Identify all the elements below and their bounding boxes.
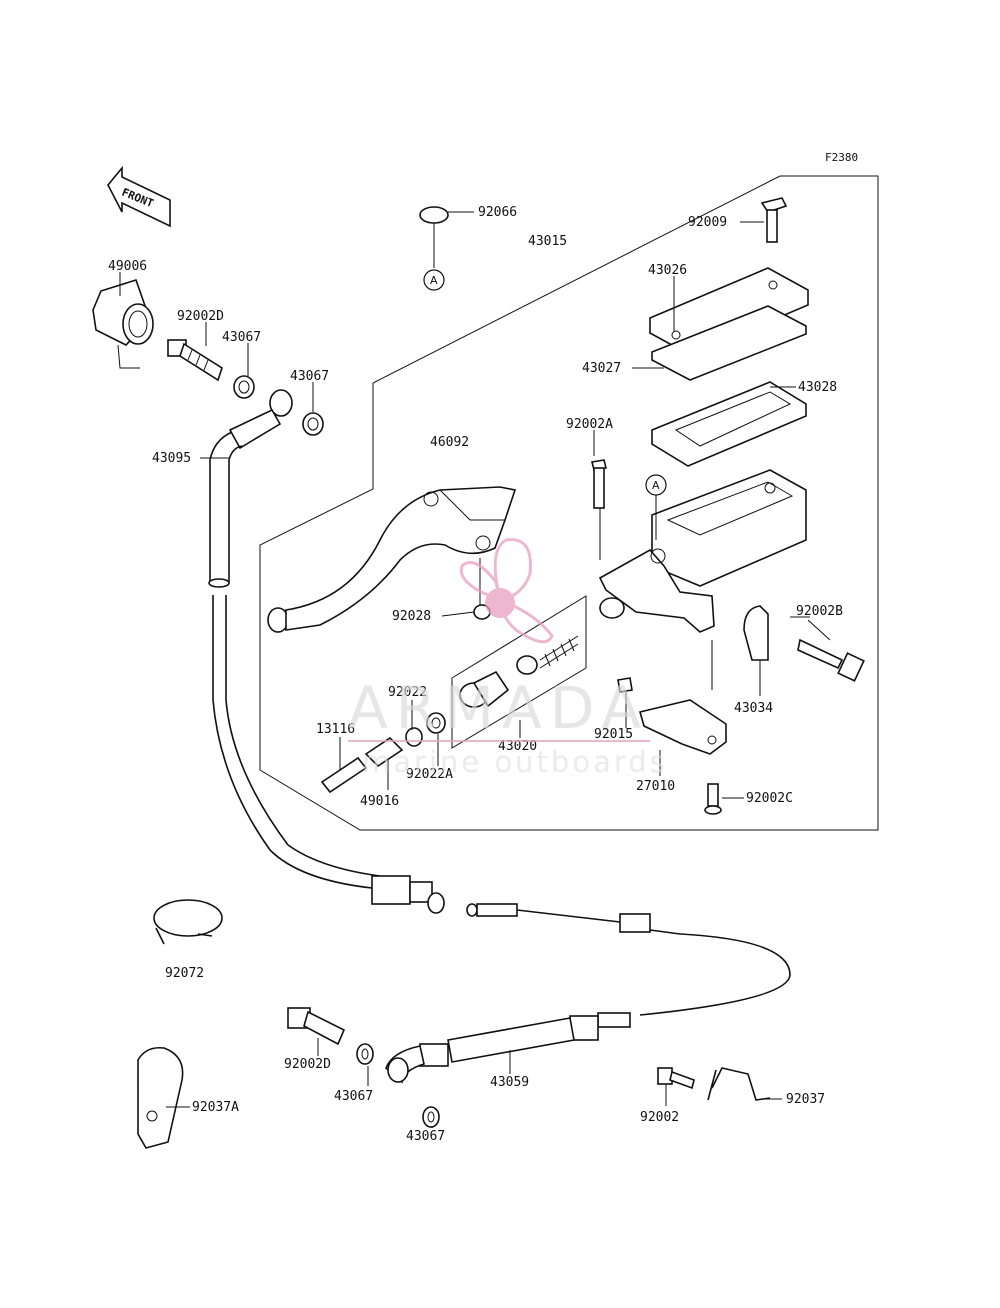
label-92022A: 92022A	[406, 767, 453, 782]
washer-43067-b	[302, 412, 324, 436]
screw-92009	[760, 197, 788, 243]
label-27010: 27010	[636, 779, 675, 794]
label-92015: 92015	[594, 727, 633, 742]
label-92002C: 92002C	[746, 791, 793, 806]
label-43028: 43028	[798, 380, 837, 395]
leader-lines	[119, 211, 831, 1128]
clutch-hose-43095	[208, 389, 445, 914]
label-92066: 92066	[478, 205, 517, 220]
ref-marker-a-body: A	[645, 474, 667, 540]
watermark-tagline: marine outboards	[362, 745, 668, 779]
label-43034: 43034	[734, 701, 773, 716]
label-92028: 92028	[392, 609, 431, 624]
push-rod-13116	[320, 756, 368, 794]
band-92072	[153, 899, 223, 945]
label-92002A: 92002A	[566, 417, 613, 432]
label-43015: 43015	[528, 234, 567, 249]
rubber-cap-49006	[92, 279, 154, 369]
watermark-brand: ARMADA	[348, 674, 649, 742]
front-arrow-icon: FRONT	[107, 165, 171, 228]
reservoir-cap-43026	[649, 267, 809, 356]
clamp-43034	[743, 605, 769, 661]
ref-marker-a-top: A	[423, 223, 445, 291]
label-43067-d: 43067	[406, 1129, 445, 1144]
label-43020: 43020	[498, 739, 537, 754]
label-49016: 49016	[360, 794, 399, 809]
cap-92066	[419, 206, 449, 224]
washer-43067-d	[422, 1106, 440, 1128]
bolt-92002A	[591, 459, 607, 509]
label-43026: 43026	[648, 263, 687, 278]
label-92022: 92022	[388, 685, 427, 700]
label-43095: 43095	[152, 451, 191, 466]
figure-code: F2380	[825, 151, 858, 164]
piston-kit-43020	[451, 595, 587, 749]
assembly-boundary	[259, 175, 879, 831]
label-92072: 92072	[165, 966, 204, 981]
svg-text:A: A	[430, 274, 438, 287]
clamp-92037A	[137, 1046, 184, 1149]
label-92037A: 92037A	[192, 1100, 239, 1115]
clutch-cable-43059	[385, 903, 791, 1084]
plate-43027	[651, 305, 807, 381]
diaphragm-43028	[651, 381, 807, 467]
seal-92022A	[426, 712, 446, 734]
label-92002: 92002	[640, 1110, 679, 1125]
screw-92002C	[704, 783, 722, 815]
label-92002D-bottom: 92002D	[284, 1057, 331, 1072]
label-43067-c: 43067	[334, 1089, 373, 1104]
bolt-92002	[657, 1067, 695, 1090]
label-43067-a: 43067	[222, 330, 261, 345]
label-92002B: 92002B	[796, 604, 843, 619]
switch-27010	[639, 699, 727, 755]
label-43059: 43059	[490, 1075, 529, 1090]
propeller-icon	[459, 538, 554, 644]
bolt-92002B	[797, 638, 865, 682]
label-43027: 43027	[582, 361, 621, 376]
part-labels: 49006 92002D 43067 43067 43095 92066 430…	[108, 205, 843, 1144]
label-13116: 13116	[316, 722, 355, 737]
bolt-92015	[617, 677, 633, 693]
label-92009: 92009	[688, 215, 727, 230]
label-46092: 46092	[430, 435, 469, 450]
clutch-lever-46092	[267, 486, 517, 633]
label-92002D-top: 92002D	[177, 309, 224, 324]
watermark-logo: ARMADA marine outboards	[348, 538, 668, 779]
banjo-bolt-92002D-bottom	[287, 1007, 346, 1046]
boot-49016	[364, 736, 404, 768]
label-92037: 92037	[786, 1092, 825, 1107]
washer-43067-a	[233, 375, 255, 399]
svg-text:A: A	[652, 479, 660, 492]
label-49006: 49006	[108, 259, 147, 274]
label-43067-b: 43067	[290, 369, 329, 384]
master-cylinder-body	[598, 469, 807, 633]
washer-43067-c	[356, 1043, 374, 1065]
banjo-bolt-92002D-top	[167, 339, 223, 382]
clip-92037	[707, 1067, 771, 1101]
